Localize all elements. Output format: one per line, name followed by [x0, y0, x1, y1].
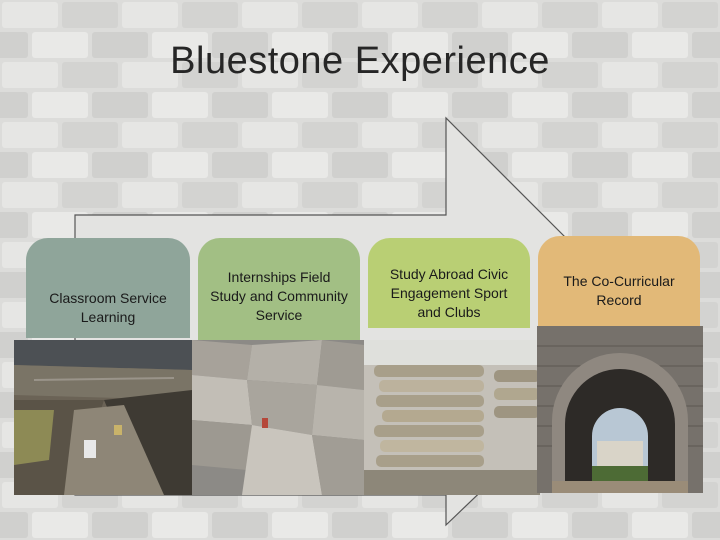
- stage-label: Study Abroad Civic Engagement Sport and …: [389, 266, 509, 320]
- quarry-photo: [14, 340, 192, 495]
- stage-card-internships: Internships Field Study and Community Se…: [198, 238, 360, 340]
- stage-label: Classroom Service Learning: [49, 290, 167, 325]
- stage-label: The Co-Curricular Record: [563, 273, 675, 308]
- stone-archway-photo: [537, 326, 703, 493]
- page-title: Bluestone Experience: [170, 40, 550, 82]
- stage-card-classroom-service-learning: Classroom Service Learning: [26, 238, 190, 338]
- stage-card-study-abroad: Study Abroad Civic Engagement Sport and …: [368, 238, 530, 328]
- stage-label: Internships Field Study and Community Se…: [210, 269, 348, 323]
- stage-card-co-curricular-record: The Co-Curricular Record: [538, 236, 700, 328]
- stacked-stones-photo: [364, 340, 540, 495]
- stone-blocks-photo: [192, 340, 364, 495]
